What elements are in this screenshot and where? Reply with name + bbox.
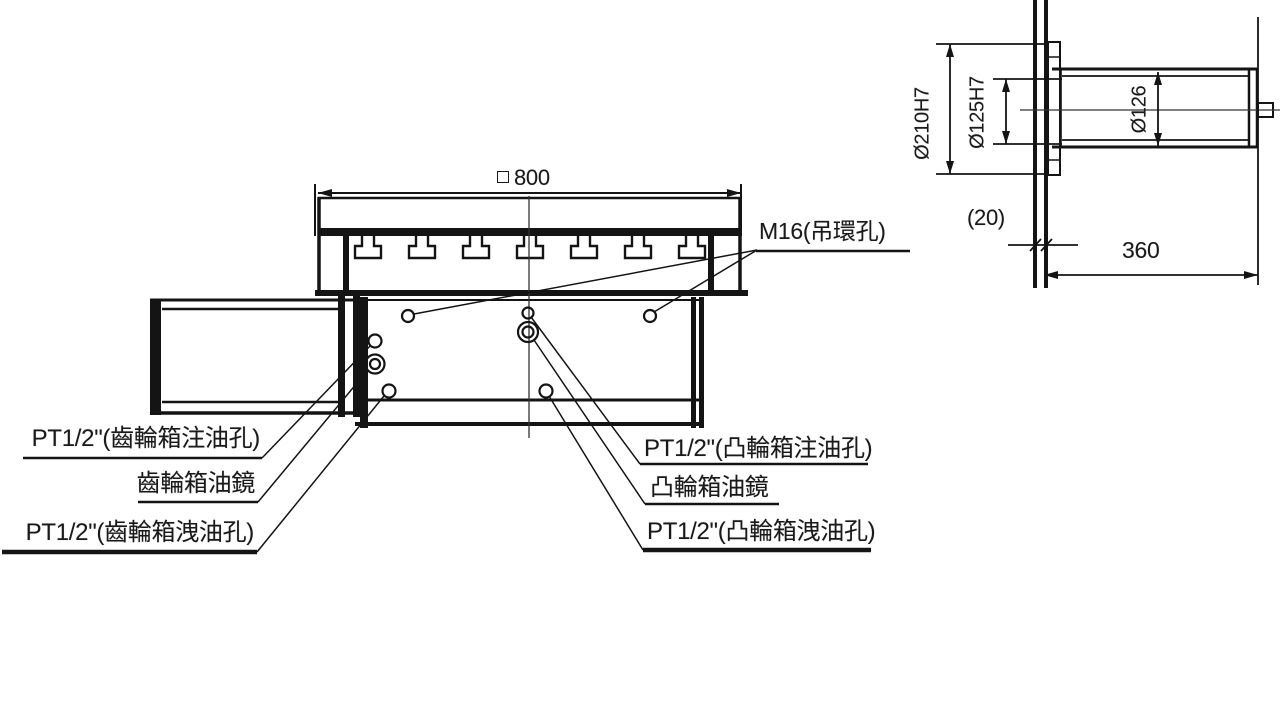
body-top-flange — [315, 290, 748, 296]
table-size-value: 800 — [514, 165, 550, 190]
cambox-sight-glass-outer — [516, 320, 540, 344]
m16-lifting-hole-right — [642, 308, 658, 324]
side-view-dim-210 — [936, 43, 1048, 175]
t-slot — [407, 236, 437, 260]
front-view-leader-lines — [2, 249, 910, 555]
side-view-dim-20 — [1008, 238, 1078, 252]
dim-360-label: 360 — [1122, 237, 1160, 263]
front-view-cambox-body — [355, 196, 704, 438]
arrow-left — [318, 189, 332, 197]
t-slot — [677, 236, 707, 260]
output-flange — [1047, 41, 1061, 176]
cambox-fill-hole — [521, 306, 535, 320]
gearbox-drain-hole — [381, 383, 397, 399]
dim-125h7-label: Ø125H7 — [966, 76, 989, 149]
gearbox-drain-label: PT1/2"(齒輪箱洩油孔) — [25, 519, 255, 546]
dim-210h7-label: Ø210H7 — [911, 87, 934, 160]
m16-lifting-hole-left — [400, 308, 416, 324]
cambox-sight-label: 凸輪箱油鏡 — [650, 474, 769, 501]
t-slot — [515, 236, 545, 260]
gearbox-fill-hole — [367, 333, 383, 349]
gearbox-fill-label: PT1/2"(齒輪箱注油孔) — [31, 425, 261, 452]
cambox-fill-label: PT1/2"(凸輪箱注油孔) — [644, 435, 873, 462]
dim-126-label: Ø126 — [1128, 85, 1151, 134]
side-view-dim-360 — [1044, 17, 1259, 285]
gearbox-sight-glass-outer — [364, 353, 386, 375]
front-view-holes — [364, 306, 658, 399]
cambox-drain-hole — [538, 383, 554, 399]
front-view-table — [315, 196, 748, 296]
front-view-gearbox-housing — [150, 291, 360, 417]
cambox-sight-glass-inner — [521, 325, 535, 339]
t-slot — [569, 236, 599, 260]
t-slot — [353, 236, 383, 260]
t-slot — [623, 236, 653, 260]
cambox-drain-label: PT1/2"(凸輪箱洩油孔) — [647, 518, 876, 545]
arrow-right — [727, 189, 741, 197]
gearbox-sight-glass-inner — [368, 357, 382, 371]
square-symbol — [497, 171, 509, 183]
m16-lifting-hole-label: M16(吊環孔) — [759, 218, 886, 244]
side-view-shaft — [1020, 67, 1280, 149]
dim-20-label: (20) — [967, 205, 1005, 230]
t-slot — [461, 236, 491, 260]
side-view-dim-126 — [1154, 72, 1162, 146]
gearbox-sight-label: 齒輪箱油鏡 — [136, 470, 256, 497]
table-size-dimension: 800 — [497, 165, 550, 191]
side-view-dim-125 — [993, 78, 1062, 145]
